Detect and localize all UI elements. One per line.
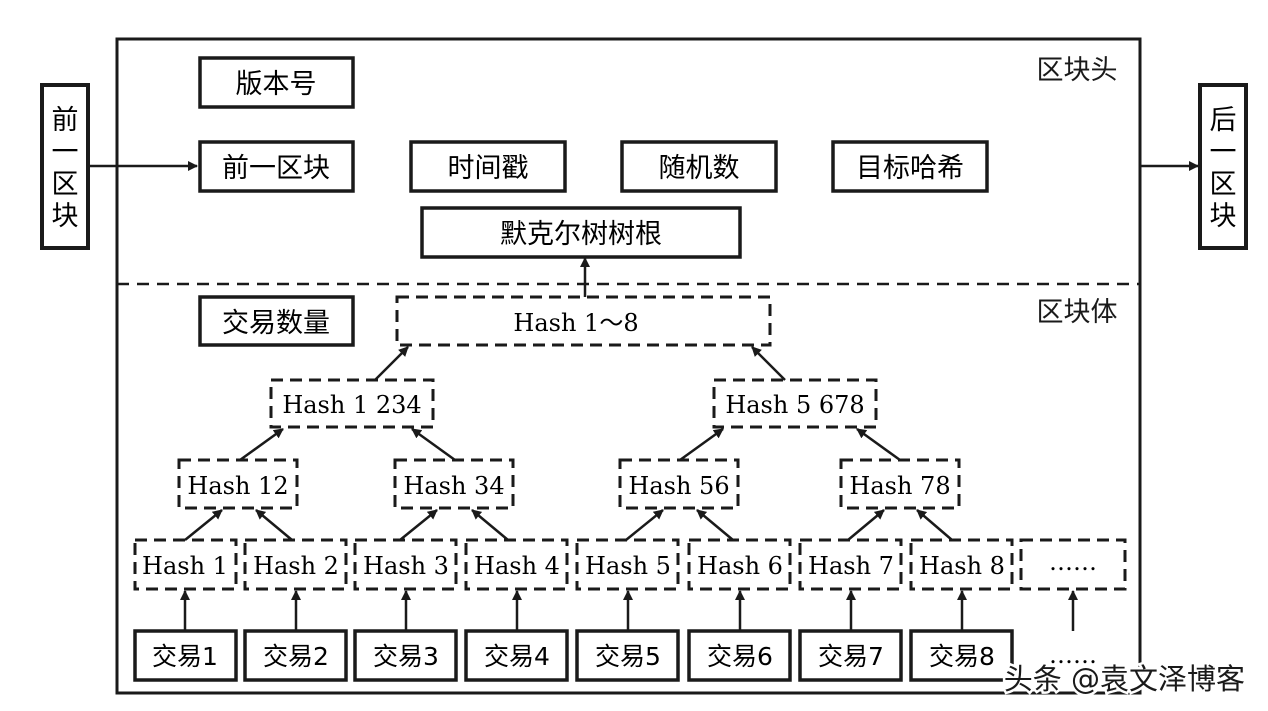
prev-block-char-1: 前 (52, 105, 79, 136)
merkle-root-field: 默克尔树树根 (420, 206, 742, 259)
tx-count-field: 交易数量 (198, 295, 355, 347)
transaction-6: 交易6 (687, 629, 792, 682)
transaction-3: 交易3 (353, 629, 458, 682)
leaf-hash-6: Hash 6 (687, 538, 792, 591)
merkle-root-label: 默克尔树树根 (500, 219, 662, 250)
hash-78-node: Hash 78 (839, 458, 961, 510)
hash-1234-node: Hash 1 234 (269, 378, 435, 429)
hash-1234-label: Hash 1 234 (282, 391, 421, 419)
hash-5678-node: Hash 5 678 (712, 378, 878, 429)
hash-12-node: Hash 12 (177, 458, 299, 510)
transaction-7-label: 交易7 (818, 642, 884, 671)
hash-5678-label: Hash 5 678 (725, 391, 864, 419)
arrow-h8-to-h78 (916, 509, 953, 541)
version-field: 版本号 (198, 56, 355, 109)
prev-block-char-2: 一 (52, 137, 79, 168)
transaction-4-label: 交易4 (484, 642, 550, 671)
arrow-78-to-5678 (856, 427, 901, 462)
arrow-h1-to-h12 (184, 509, 223, 541)
tx-count-label: 交易数量 (222, 308, 330, 339)
transaction-2-label: 交易2 (263, 642, 329, 671)
nonce-field: 随机数 (620, 140, 778, 193)
leaf-hash-3: Hash 3 (353, 538, 458, 591)
transaction-7: 交易7 (798, 629, 903, 682)
block-frame (115, 37, 1142, 695)
target-hash-label: 目标哈希 (856, 153, 964, 184)
leaf-ellipsis: …… (1019, 538, 1127, 591)
arrow-34-to-1234 (411, 427, 456, 462)
hash-56-node: Hash 56 (618, 458, 740, 510)
prev-block-node: 前 一 区 块 (40, 83, 90, 250)
transaction-4: 交易4 (464, 629, 569, 682)
next-block-char-1: 后 (1210, 105, 1237, 136)
prev-block-hash-label: 前一区块 (222, 153, 330, 184)
hash-34-node: Hash 34 (393, 458, 515, 510)
transaction-3-label: 交易3 (373, 642, 439, 671)
arrow-12-to-1234 (239, 427, 284, 462)
next-block-char-2: 一 (1210, 137, 1237, 168)
arrow-h5-to-h56 (625, 509, 664, 541)
transaction-5: 交易5 (575, 629, 680, 682)
timestamp-field: 时间戳 (409, 140, 567, 193)
leaf-hash-4-label: Hash 4 (474, 552, 560, 580)
transaction-8: 交易8 (909, 629, 1014, 682)
prev-block-char-4: 块 (52, 201, 79, 232)
version-label: 版本号 (236, 69, 317, 100)
nonce-label: 随机数 (659, 153, 740, 184)
leaf-hash-5: Hash 5 (575, 538, 680, 591)
arrow-h7-to-h78 (847, 509, 885, 541)
next-block-char-3: 区 (1210, 169, 1237, 200)
merkle-root-node-label: Hash 1～8 (513, 309, 638, 337)
transaction-6-label: 交易6 (707, 642, 773, 671)
block-header-title: 区块头 (1037, 55, 1118, 86)
arrow-1234-to-root (374, 346, 409, 381)
leaf-ellipsis-label: …… (1049, 548, 1097, 576)
leaf-hash-3-label: Hash 3 (363, 552, 449, 580)
block-body-title: 区块体 (1037, 297, 1118, 328)
hash-78-label: Hash 78 (849, 472, 950, 500)
arrow-56-to-5678 (679, 427, 724, 462)
hash-56-label: Hash 56 (628, 472, 729, 500)
leaf-hash-7-label: Hash 7 (808, 552, 894, 580)
leaf-hash-4: Hash 4 (464, 538, 569, 591)
leaf-hash-8-label: Hash 8 (919, 552, 1005, 580)
transaction-ellipsis: …… (1049, 641, 1097, 669)
prev-block-char-3: 区 (52, 169, 79, 200)
leaf-hash-6-label: Hash 6 (697, 552, 783, 580)
leaf-hash-1-label: Hash 1 (142, 552, 228, 580)
leaf-hash-5-label: Hash 5 (585, 552, 671, 580)
arrow-h4-to-h34 (471, 509, 509, 541)
leaf-hash-8: Hash 8 (909, 538, 1014, 591)
arrow-h3-to-h34 (399, 509, 438, 541)
prev-block-hash-field: 前一区块 (198, 140, 355, 193)
transaction-5-label: 交易5 (595, 642, 661, 671)
arrow-5678-to-root (751, 346, 786, 381)
next-block-node: 后 一 区 块 (1198, 83, 1248, 250)
transaction-1-label: 交易1 (152, 642, 218, 671)
transaction-8-label: 交易8 (929, 642, 995, 671)
leaf-hash-2-label: Hash 2 (253, 552, 339, 580)
leaf-hash-1: Hash 1 (133, 538, 238, 591)
leaf-hash-7: Hash 7 (798, 538, 903, 591)
arrow-h6-to-h56 (696, 509, 734, 541)
merkle-root-node: Hash 1～8 (395, 295, 772, 347)
target-hash-field: 目标哈希 (831, 140, 989, 193)
transaction-2: 交易2 (243, 629, 348, 682)
timestamp-label: 时间戳 (448, 153, 529, 184)
hash-12-label: Hash 12 (187, 472, 288, 500)
next-block-char-4: 块 (1210, 201, 1237, 232)
hash-34-label: Hash 34 (403, 472, 504, 500)
watermark: 头条 @袁文泽博客 (1004, 662, 1245, 696)
arrow-h2-to-h12 (255, 509, 293, 541)
transaction-1: 交易1 (133, 629, 238, 682)
leaf-hash-2: Hash 2 (243, 538, 348, 591)
